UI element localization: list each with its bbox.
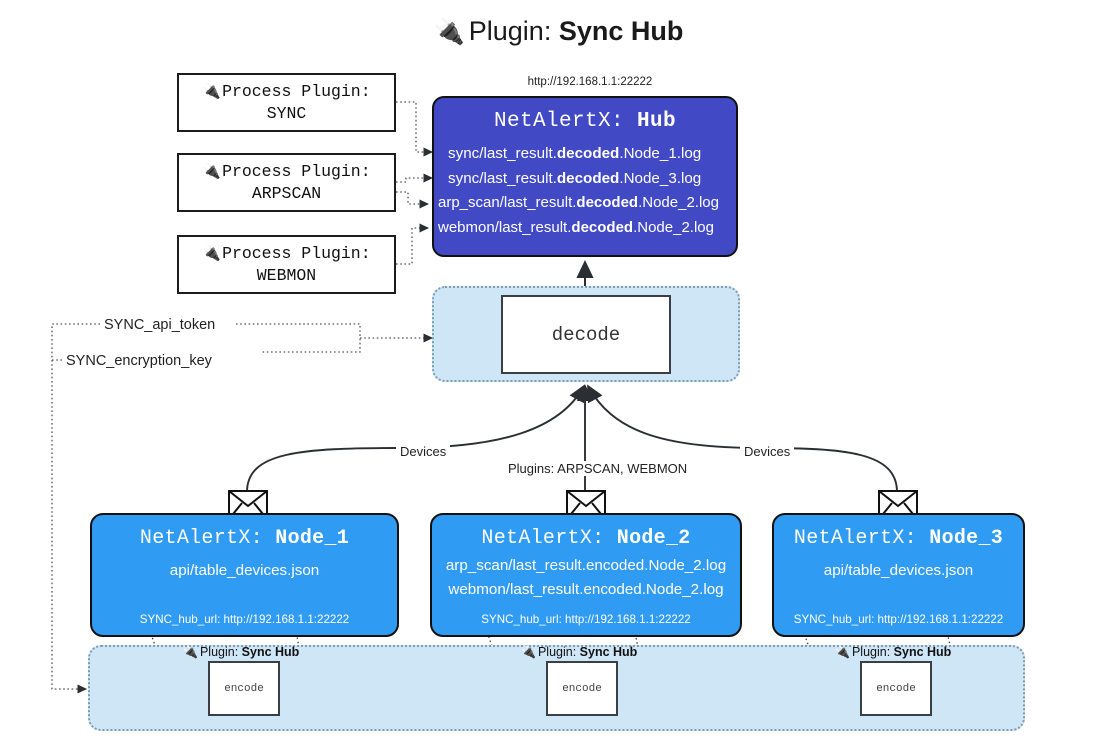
node-line: webmon/last_result.encoded.Node_2.log: [448, 581, 724, 598]
node-line: arp_scan/last_result.encoded.Node_2.log: [445, 557, 727, 574]
sync-encryption-key-label: SYNC_encryption_key: [63, 353, 215, 369]
plug-icon: 🔌: [202, 245, 222, 263]
title-name: Sync Hub: [558, 16, 684, 46]
process-plugin-box-webmon[interactable]: 🔌Process Plugin: WEBMON: [177, 235, 396, 294]
plug-icon: 🔌: [202, 83, 222, 101]
plugin-prefix: Plugin:: [537, 645, 577, 659]
log-mid: decoded: [576, 194, 639, 212]
node-hub-url: SYNC_hub_url: http://192.168.1.1:22222: [481, 613, 691, 626]
process-plugin-heading: Process Plugin:: [222, 161, 371, 181]
node-title: NetAlertX: Node_1: [140, 527, 349, 550]
log-post: .Node_3.log: [619, 169, 702, 187]
node-title: NetAlertX: Node_3: [794, 527, 1003, 550]
hub-log-row: sync/last_result.decoded.Node_1.log: [434, 142, 736, 167]
plug-icon: 🔌: [433, 18, 465, 46]
node-title: NetAlertX: Node_2: [481, 527, 690, 550]
process-plugin-heading: Process Plugin:: [222, 243, 371, 263]
plug-icon: 🔌: [183, 645, 198, 659]
hub-log-row: webmon/last_result.decoded.Node_2.log: [434, 216, 736, 240]
hub-node[interactable]: NetAlertX: Hub sync/last_result.decoded.…: [432, 96, 738, 257]
encoder-plugin-label: 🔌Plugin: Sync Hub: [521, 645, 637, 659]
process-plugin-name: ARPSCAN: [251, 183, 322, 203]
process-plugin-name: SYNC: [266, 103, 307, 123]
process-plugin-box-arpscan[interactable]: 🔌Process Plugin: ARPSCAN: [177, 153, 396, 212]
sync-api-token-label: SYNC_api_token: [101, 317, 219, 333]
decode-box[interactable]: decode: [501, 295, 671, 374]
node-title-prefix: NetAlertX:: [793, 527, 917, 550]
hub-log-row: sync/last_result.decoded.Node_3.log: [434, 167, 736, 192]
node-line: api/table_devices.json: [169, 562, 320, 579]
encode-box-node2[interactable]: encode: [546, 661, 618, 716]
node-box-node3[interactable]: NetAlertX: Node_3 api/table_devices.json…: [772, 513, 1025, 637]
encoder-plugin-label: 🔌Plugin: Sync Hub: [183, 645, 299, 659]
log-post: .Node_2.log: [638, 194, 719, 212]
plugin-name: Sync Hub: [579, 645, 638, 659]
plug-icon: 🔌: [521, 645, 536, 659]
log-post: .Node_2.log: [633, 218, 714, 236]
log-pre: sync/last_result.: [448, 145, 557, 162]
node-hub-url: SYNC_hub_url: http://192.168.1.1:22222: [139, 613, 350, 626]
node-title-name: Node_3: [929, 527, 1004, 550]
plugin-name: Sync Hub: [241, 645, 300, 659]
encode-box-node1[interactable]: encode: [208, 661, 280, 716]
hub-log-rows: sync/last_result.decoded.Node_1.log sync…: [434, 142, 736, 240]
node-line: api/table_devices.json: [823, 562, 974, 579]
log-post: .Node_1.log: [619, 145, 702, 162]
log-mid: decoded: [571, 218, 634, 236]
log-pre: arp_scan/last_result.: [438, 194, 577, 212]
process-plugin-name: WEBMON: [256, 265, 317, 285]
node-title-name: Node_1: [275, 527, 350, 550]
encoder-plugin-label: 🔌Plugin: Sync Hub: [835, 645, 951, 659]
node-title-prefix: NetAlertX:: [481, 527, 605, 550]
title-prefix: Plugin:: [468, 16, 552, 46]
process-plugin-heading: Process Plugin:: [222, 81, 371, 101]
plugin-prefix: Plugin:: [199, 645, 239, 659]
log-mid: decoded: [556, 169, 620, 187]
plugin-prefix: Plugin:: [851, 645, 891, 659]
page-title: 🔌Plugin: Sync Hub: [0, 16, 1117, 47]
hub-title: NetAlertX: Hub: [494, 110, 676, 133]
encode-box-node3[interactable]: encode: [860, 661, 932, 716]
node-title-prefix: NetAlertX:: [139, 527, 263, 550]
hub-log-row: arp_scan/last_result.decoded.Node_2.log: [434, 191, 736, 215]
node-hub-url: SYNC_hub_url: http://192.168.1.1:22222: [793, 613, 1004, 626]
plug-icon: 🔌: [202, 163, 222, 181]
log-pre: webmon/last_result.: [438, 218, 572, 236]
hub-url-label: http://192.168.1.1:22222: [527, 76, 653, 88]
hub-title-name: Hub: [637, 110, 677, 133]
plug-icon: 🔌: [835, 645, 850, 659]
plugins-label: Plugins: ARPSCAN, WEBMON: [504, 461, 692, 476]
plugin-name: Sync Hub: [893, 645, 952, 659]
node-box-node1[interactable]: NetAlertX: Node_1 api/table_devices.json…: [90, 513, 399, 637]
devices-label-left: Devices: [396, 444, 451, 459]
node-title-name: Node_2: [616, 527, 691, 550]
devices-label-right: Devices: [740, 444, 795, 459]
hub-title-prefix: NetAlertX:: [493, 110, 624, 133]
process-plugin-box-sync[interactable]: 🔌Process Plugin: SYNC: [177, 73, 396, 132]
log-pre: sync/last_result.: [448, 169, 557, 187]
log-mid: decoded: [556, 145, 620, 162]
node-box-node2[interactable]: NetAlertX: Node_2 arp_scan/last_result.e…: [430, 513, 742, 637]
